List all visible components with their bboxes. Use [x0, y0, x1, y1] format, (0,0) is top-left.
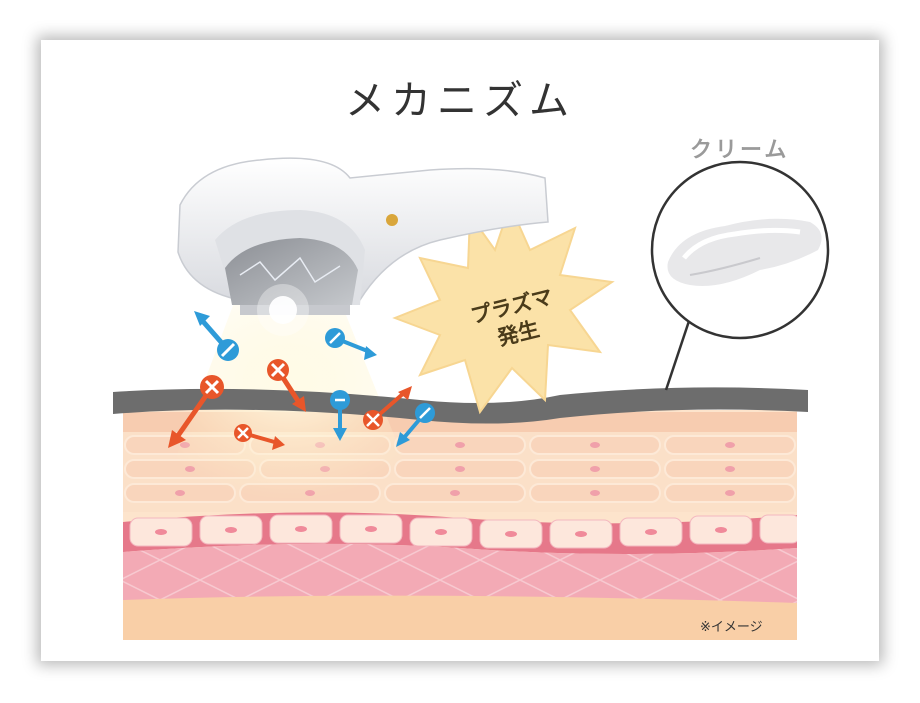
plasma-device: [177, 157, 549, 336]
minus-ion-icon: [396, 403, 435, 447]
minus-ion-icon: [325, 328, 377, 360]
electrode-mesh: [225, 238, 358, 305]
subcutaneous-layer: [123, 595, 797, 640]
cream-label: クリーム: [690, 137, 790, 163]
plus-ion-icon: [168, 375, 224, 448]
plasma-burst-icon: [392, 202, 615, 415]
indicator-light-icon: [386, 214, 398, 226]
ion-particles: [168, 311, 435, 450]
image-note: ※イメージ: [700, 620, 763, 635]
plus-ion-icon: [234, 424, 285, 450]
plasma-spark-icon: [269, 296, 297, 324]
plus-ion-icon: [363, 386, 412, 430]
page-title: メカニズム: [345, 78, 575, 124]
skin-surface: [113, 387, 808, 424]
cream-swatch-icon: [667, 218, 822, 286]
minus-ion-icon: [330, 390, 350, 441]
cream-magnifier: [650, 160, 830, 391]
minus-ion-icon: [194, 311, 239, 361]
plus-ion-icon: [267, 359, 306, 412]
